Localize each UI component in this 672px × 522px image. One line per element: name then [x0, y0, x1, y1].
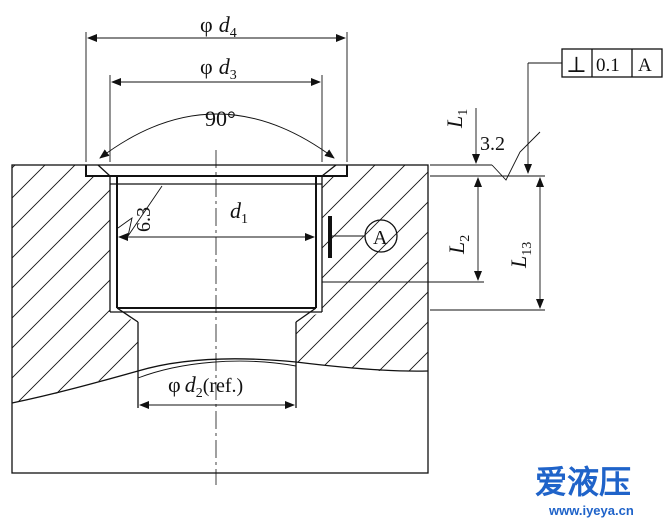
roughness-bore-symbol — [117, 185, 163, 237]
fcf-value: 0.1 — [596, 55, 620, 76]
hatch-left — [12, 165, 138, 403]
datum-label: A — [373, 227, 388, 249]
cone-90 — [97, 164, 337, 177]
fcf-symbol: ⊥ — [566, 52, 587, 77]
chamfer-top — [85, 165, 348, 177]
roughness-bore-value: 6.3 — [133, 207, 155, 232]
watermark-main: 爱液压 — [535, 464, 631, 500]
break-line-lower — [11, 358, 429, 404]
bore-transition — [116, 307, 317, 323]
watermark-url: www.iyeya.cn — [548, 503, 634, 518]
part-outline — [11, 164, 429, 474]
watermark-logo: 爱液压 www.iyeya.cn — [535, 464, 634, 518]
roughness-face-symbol — [491, 131, 541, 181]
label-L1: L1 — [442, 109, 471, 129]
feature-control-frame: ⊥ 0.1 A — [561, 48, 663, 78]
label-L13: L13 — [506, 242, 535, 269]
datum-circle — [364, 219, 398, 253]
label-d1: d1 — [230, 198, 248, 227]
label-L2: L2 — [444, 235, 473, 255]
label-angle: 90° — [205, 106, 236, 131]
roughness-face-value: 3.2 — [480, 133, 505, 155]
fcf-datum: A — [638, 55, 652, 76]
break-line-inner — [137, 360, 297, 379]
angle-arc — [99, 113, 335, 159]
